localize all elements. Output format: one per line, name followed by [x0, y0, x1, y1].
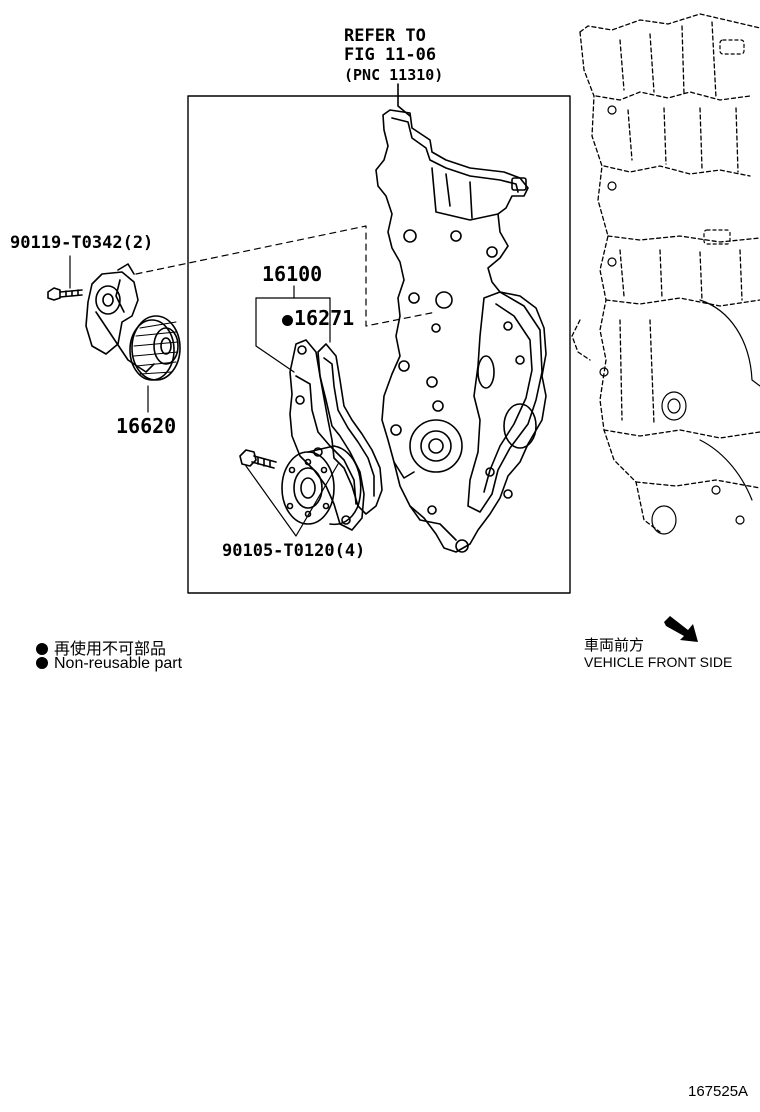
- refer-text-line1: REFER TO: [344, 26, 426, 46]
- water-pump-pulley: [281, 445, 362, 526]
- part-label-16100[interactable]: 16100: [262, 262, 323, 286]
- bolt-90105-leader: [245, 463, 339, 537]
- legend-jp-text: 再使用不可部品: [54, 641, 167, 658]
- bolt-90105: [239, 449, 277, 469]
- legend-dot-icon: [36, 657, 48, 669]
- engine-block-details: [599, 39, 760, 535]
- figure-id: 167525A: [688, 1083, 749, 1100]
- part-label-16271[interactable]: 16271: [282, 306, 354, 330]
- legend-jp: 再使用不可部品: [36, 635, 166, 659]
- timing-chain-cover: [375, 109, 547, 553]
- refer-text-line2: FIG 11-06: [344, 45, 437, 65]
- part-label-90119[interactable]: 90119-T0342(2): [10, 233, 154, 253]
- refer-text-line3: (PNC 11310): [344, 66, 444, 84]
- group-leaders: [255, 285, 331, 373]
- gasket-16271: [317, 343, 383, 515]
- engine-block: [571, 13, 760, 533]
- part-label-16620[interactable]: 16620: [116, 414, 177, 438]
- non-reusable-dot-icon: [282, 315, 293, 326]
- assembly-frame: [187, 95, 571, 594]
- part-label-90105[interactable]: 90105-T0120(4): [222, 541, 366, 561]
- direction-en: VEHICLE FRONT SIDE: [584, 654, 733, 670]
- direction-jp: 車両前方: [584, 637, 645, 654]
- legend-dot-icon: [36, 643, 48, 655]
- water-pump-plate: [289, 339, 365, 531]
- part-label-16271-text: 16271: [294, 306, 355, 330]
- tensioner-16620: [85, 263, 181, 381]
- legend-en-text: Non-reusable part: [54, 655, 183, 672]
- bolt-90119: [47, 287, 83, 301]
- legend-en: Non-reusable part: [36, 655, 182, 673]
- direction-arrow-icon: [664, 616, 698, 642]
